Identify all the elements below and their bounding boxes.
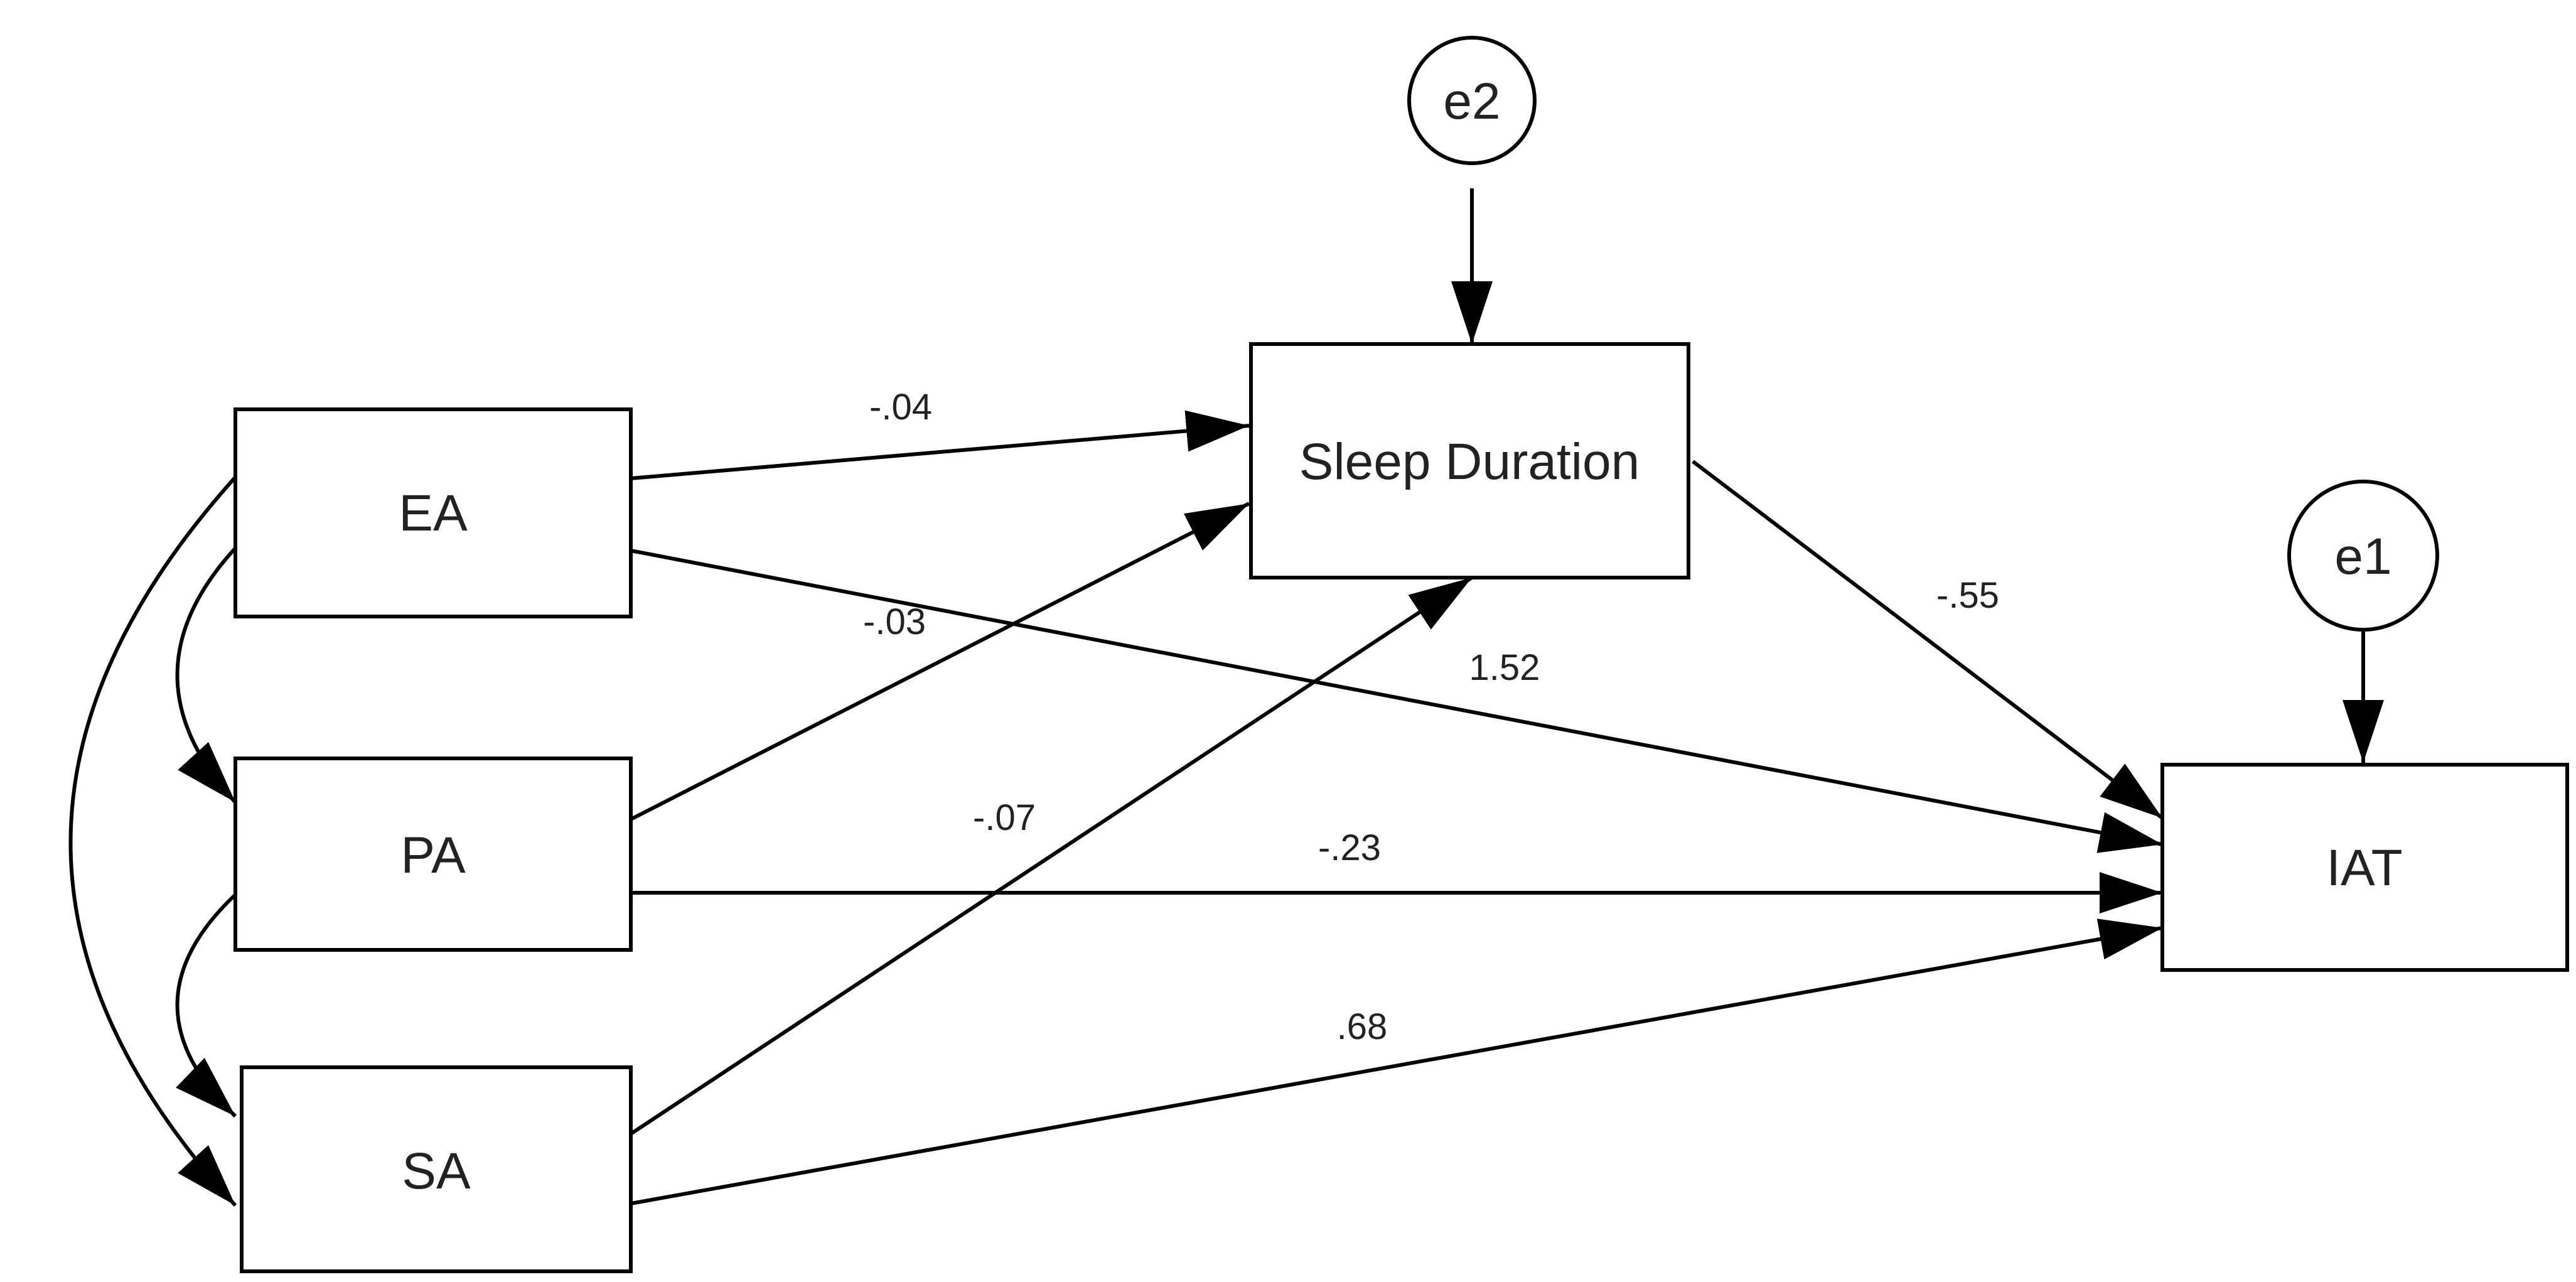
node-iat-box [2160, 763, 2569, 972]
error-e2: e2 [1407, 36, 1537, 165]
node-ea: EA [233, 407, 633, 618]
path-sa-sleep-arrow [630, 576, 1473, 1136]
node-sleep-duration-label: Sleep Duration [1299, 433, 1640, 490]
coef-sleep-iat: -.55 [1936, 575, 1999, 616]
node-iat-label: IAT [2326, 839, 2402, 897]
error-e1-label: e1 [2334, 528, 2391, 585]
covariance-ea-sa-curve [68, 416, 293, 1207]
coef-pa-sleep: -.03 [863, 601, 926, 642]
coef-ea-sleep: -.04 [869, 387, 932, 428]
coef-ea-iat: 1.52 [1469, 647, 1540, 688]
node-pa: PA [233, 757, 633, 952]
error-e1-circle [2287, 480, 2439, 632]
path-sleep-iat-arrow [1692, 460, 2164, 820]
covariance-ea-pa-curve [175, 487, 293, 804]
node-iat: IAT [2160, 763, 2569, 972]
path-ea-iat-arrow [630, 549, 2163, 853]
node-sleep-duration: Sleep Duration [1249, 342, 1690, 579]
path-ea-sleep-arrow [630, 410, 1250, 480]
path-pa-sleep-arrow [630, 502, 1250, 821]
node-sa-label: SA [402, 1143, 471, 1200]
path-sa-iat-arrow [630, 918, 2163, 1205]
covariance-pa-sa-curve [175, 836, 296, 1118]
error-e2-label: e2 [1443, 73, 1500, 130]
error-e1: e1 [2287, 480, 2439, 632]
error-e2-circle [1407, 36, 1537, 165]
node-pa-box [233, 757, 633, 952]
node-sa: SA [240, 1065, 633, 1273]
node-ea-box [233, 407, 633, 618]
node-pa-label: PA [400, 827, 466, 884]
node-sleep-duration-box [1249, 342, 1690, 579]
node-sa-box [240, 1065, 633, 1273]
coef-pa-iat: -.23 [1318, 827, 1381, 868]
node-ea-label: EA [399, 485, 468, 542]
coef-sa-sleep: -.07 [973, 797, 1036, 838]
coef-sa-iat: .68 [1337, 1006, 1388, 1047]
